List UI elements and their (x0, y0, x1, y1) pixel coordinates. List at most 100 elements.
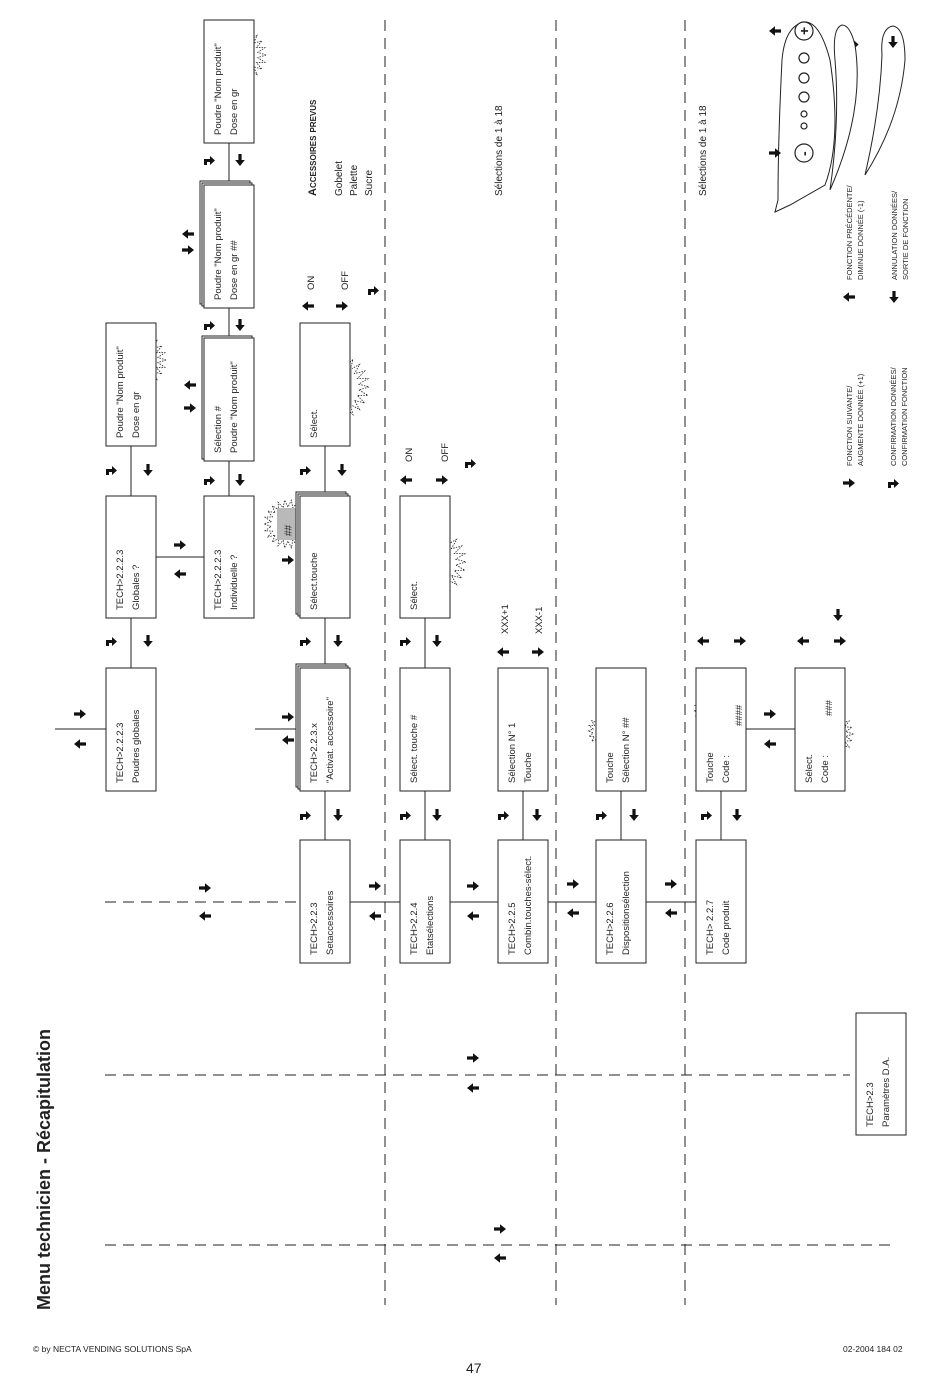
prev-arrow-row2 (467, 1083, 479, 1093)
legend-next-line-2: AUGMENTE DONNÉE (+1) (856, 373, 865, 466)
next-arrow-touche-acc (282, 555, 294, 565)
box-set-accessoires-line-1: TECH>2.2.3 (309, 902, 320, 955)
legend-cancel-line-1: ANNULATION DONNÉES/ (890, 190, 899, 280)
box-selection-touche-frame (497, 667, 549, 792)
label-selection-range-2: Sélections de 1 à 18 (698, 105, 709, 196)
prev-arrow-touche-code (697, 636, 709, 646)
box-activation-accessoire-line-2: "Activat. accessoire" (325, 697, 336, 783)
confirm-arrow-set (300, 811, 311, 820)
box-poudre-dose-line-2: Dose en gr ## (229, 240, 240, 300)
cancel-arrow-activ (333, 635, 343, 647)
confirm-arrow-code (701, 811, 712, 820)
legend-cancel-arrow (889, 291, 899, 303)
box-globales-frame (105, 495, 157, 619)
prev-arrow-onoff-etat (400, 475, 412, 485)
prev-arrow-row1 (199, 911, 211, 921)
box-etat-selections-line-2: Etatsélections (425, 896, 436, 955)
box-selection-poudre-frame (203, 337, 255, 462)
next-arrow-select-code-2 (834, 636, 846, 646)
confirm-arrow-onoff-acc (368, 286, 379, 295)
cancel-arrow-indiv (235, 474, 245, 486)
box-globales-dose-line-1: Poudre "Nom produit" (115, 346, 126, 438)
box-touche-code-frame (695, 667, 747, 792)
confirm-arrow-dose (106, 466, 117, 475)
page-title: Menu technicien - Récapitulation (34, 1029, 54, 1310)
box-combin-touches-frame (497, 839, 549, 964)
confirm-arrow-selection (204, 321, 215, 330)
cancel-arrow-touche-etat (432, 635, 442, 647)
box-select-onoff-etat-frame (399, 495, 451, 619)
cancel-arrow-code (732, 809, 742, 821)
box-select-onoff-acc-frame (299, 322, 351, 447)
finger-cancel (864, 25, 906, 176)
prev-arrow-xxx (497, 647, 509, 657)
legend-confirm-line-2: CONFIRMATION FONCTION (900, 367, 909, 466)
label-xxx-minus: XXX-1 (534, 607, 545, 634)
box-individuelle-line-2: Individuelle ? (229, 555, 240, 610)
box-parametres-da-line-1: TECH>2.3 (865, 1082, 876, 1127)
confirm-arrow-etat (400, 811, 411, 820)
legend-cancel-line-2: SORTIE DE FONCTION (901, 198, 910, 280)
prev-arrow-onoff-acc (302, 301, 314, 311)
next-arrow-dispo-code (665, 879, 677, 889)
box-poudre-dose-line-1: Poudre "Nom produit" (213, 208, 224, 300)
box-selection-poudre-line-1: Sélection # (213, 405, 224, 453)
label-on-etat: ON (404, 448, 415, 462)
box-code-produit-line-1: TECH> 2.2.7 (705, 900, 716, 955)
next-arrow-touche-code (734, 636, 746, 646)
box-individuelle-frame (203, 495, 255, 619)
confirm-arrow-onoff-etat (465, 459, 476, 468)
box-select-touche-acc-line-1: Sélect.touche (309, 552, 320, 610)
copyright-text: © by NECTA VENDING SOLUTIONS SpA (33, 1344, 192, 1354)
box-disposition-selection-line-2: Dispositionsélection (621, 871, 632, 955)
prev-arrow-etat-combin (467, 911, 479, 921)
next-arrow-xxx (532, 647, 544, 657)
label-code-value: #### (734, 704, 745, 726)
next-arrow-glob-indiv (174, 540, 186, 550)
box-select-onoff-acc-line-1: Sélect. (309, 409, 320, 438)
box-poudres-globales-line-2: Poudres globales (131, 709, 142, 783)
next-arrow-onoff-etat (436, 475, 448, 485)
prev-arrow-glob-indiv (174, 569, 186, 579)
legend-prev-line-2: DIMINUE DONNÉE (-1) (856, 200, 865, 280)
box-globales-line-1: TECH>2.2.2.3 (115, 550, 126, 610)
keypad-dot-4 (800, 110, 808, 118)
cancel-arrow-combin (532, 809, 542, 821)
label-off-acc: OFF (340, 271, 351, 290)
keypad-dot-2 (798, 72, 810, 84)
accessoires-heading: Accessoires prevus (307, 99, 319, 196)
confirm-arrow-combin (498, 811, 509, 820)
confirm-arrow-dose-edit (204, 156, 215, 165)
keypad-dot-3 (798, 91, 810, 103)
box-etat-selections-line-1: TECH>2.2.4 (409, 902, 420, 955)
label-selection-range-1: Sélections de 1 à 18 (494, 105, 505, 196)
cancel-arrow-dispo (629, 809, 639, 821)
box-code-produit-frame (695, 839, 747, 964)
label-off-etat: OFF (440, 443, 451, 462)
label-on-acc: ON (306, 276, 317, 290)
keypad-next-arrow (769, 148, 781, 158)
box-touche-code-line-2: Code : (721, 755, 732, 783)
box-globales-dose-line-2: Dose en gr (131, 392, 142, 438)
prev-arrow-select-code-2 (797, 636, 809, 646)
document-code: 02-2004 184 02 (843, 1344, 903, 1354)
prev-arrow-dispo-code (665, 908, 677, 918)
box-select-touche-acc-frame (299, 495, 351, 619)
confirm-arrow-touche-etat (400, 637, 411, 646)
prev-arrow-pg (74, 739, 86, 749)
accessoire-item-3: Sucre (364, 169, 375, 196)
box-disposition-selection-line-1: TECH>2.2.6 (605, 902, 616, 955)
next-arrow-activ (282, 712, 294, 722)
box-activation-accessoire-line-1: TECH>2.2.3.x (309, 723, 320, 783)
box-activation-accessoire-frame (299, 667, 351, 792)
cancel-arrow-set (333, 809, 343, 821)
prev-arrow-set-etat (369, 911, 381, 921)
prev-arrow-combin-dispo (567, 908, 579, 918)
next-arrow-combin-dispo (567, 879, 579, 889)
cancel-arrow-touche-acc (337, 464, 347, 476)
prev-arrow-sel (184, 380, 196, 390)
box-parametres-da-line-2: Paramètres D.A. (881, 1057, 892, 1127)
keypad-minus-symbol: - (796, 151, 812, 156)
box-selection-poudre-line-2: Poudre "Nom produit" (229, 361, 240, 453)
